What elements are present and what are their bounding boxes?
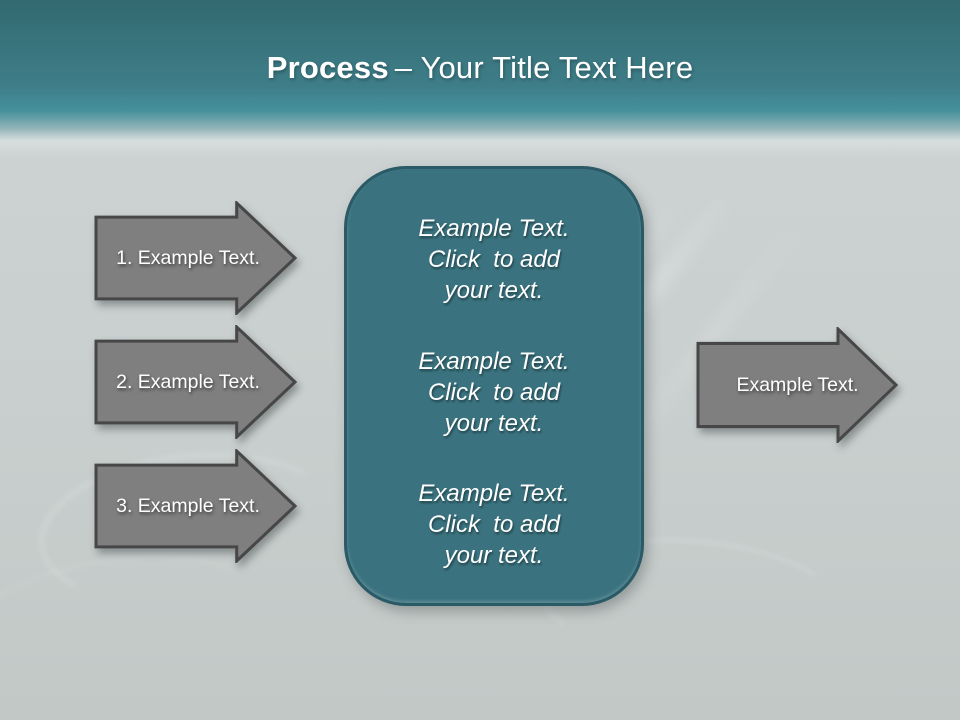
right-arrow-icon: [94, 449, 298, 563]
slide-title: Process– Your Title Text Here: [0, 48, 960, 88]
title-subtitle: – Your Title Text Here: [394, 50, 694, 85]
box-text-line: Click to add: [427, 378, 561, 406]
box-text-line: Example Text.: [418, 480, 570, 507]
step-arrow-3-label: 3. Example Text.: [116, 494, 260, 517]
result-arrow: Example Text.: [696, 327, 899, 443]
step-arrow-2: 2. Example Text.: [94, 325, 298, 439]
process-box: Example Text. Click to add your text. Ex…: [344, 166, 644, 606]
step-arrow-3: 3. Example Text.: [94, 449, 298, 563]
result-arrow-label: Example Text.: [736, 373, 859, 396]
right-arrow-icon: [696, 327, 899, 443]
box-text-block-1: Example Text. Click to add your text.: [363, 213, 625, 306]
right-arrow-icon: [94, 201, 298, 315]
right-arrow-icon: [94, 325, 298, 439]
box-text-block-3: Example Text. Click to add your text.: [363, 478, 625, 571]
step-arrow-1: 1. Example Text.: [94, 201, 298, 315]
box-text-line: your text.: [444, 409, 544, 437]
step-arrow-2-label: 2. Example Text.: [116, 370, 260, 393]
box-text-line: Click to add: [427, 511, 561, 538]
box-text-block-2: Example Text. Click to add your text.: [363, 346, 625, 439]
title-banner: Process– Your Title Text Here: [0, 0, 960, 158]
box-text-line: your text.: [444, 277, 544, 304]
box-text-line: your text.: [444, 542, 544, 569]
box-text-line: Example Text.: [418, 215, 570, 242]
step-arrow-1-label: 1. Example Text.: [116, 246, 260, 269]
box-text-line: Click to add: [427, 246, 561, 273]
box-text-line: Example Text.: [418, 347, 570, 375]
title-keyword: Process: [266, 50, 389, 85]
